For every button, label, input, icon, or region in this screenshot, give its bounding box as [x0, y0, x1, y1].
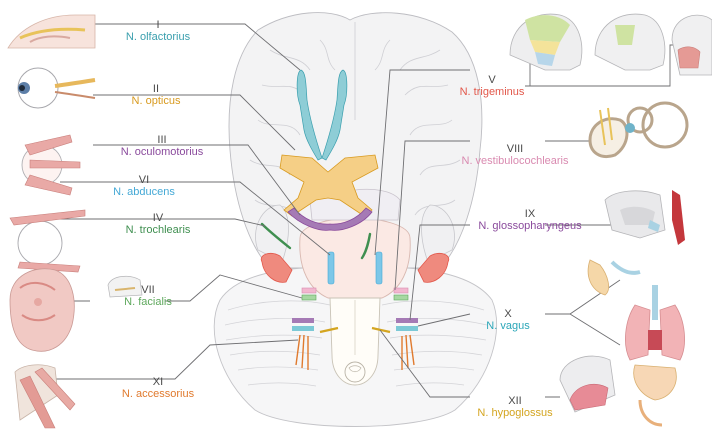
nose-section-icon [8, 15, 95, 48]
numeral: IX [478, 208, 581, 220]
inner-ear-icon [590, 103, 687, 157]
eyeball-icon [18, 68, 95, 108]
nerve-name: N. abducens [113, 186, 175, 198]
nerve-name: N. facialis [124, 296, 172, 308]
tongue-icon [560, 356, 615, 412]
label-opticus: II N. opticus [132, 83, 181, 107]
nerve-name: N. trochlearis [126, 224, 191, 236]
neck-muscles-icon [15, 365, 75, 428]
label-hypoglossus: XII N. hypoglossus [477, 395, 552, 419]
numeral: VIII [462, 143, 569, 155]
pharynx-icon [588, 190, 685, 295]
numeral: I [126, 19, 190, 31]
label-trigeminus: V N. trigeminus [460, 74, 525, 98]
numeral: III [121, 134, 204, 146]
numeral: VII [124, 284, 172, 296]
label-trochlearis: IV N. trochlearis [126, 212, 191, 236]
numeral: V [460, 74, 525, 86]
nerve-name: N. vagus [486, 320, 529, 332]
label-abducens: VI N. abducens [113, 174, 175, 198]
numeral: X [486, 308, 529, 320]
label-olfactorius: I N. olfactorius [126, 19, 190, 43]
label-accessorius: XI N. accessorius [122, 376, 194, 400]
numeral: IV [126, 212, 191, 224]
face-muscles-icon [10, 269, 142, 352]
nerve-name: N. accessorius [122, 388, 194, 400]
nerve-name: N. oculomotorius [121, 146, 204, 158]
head-dermatomes-icon [510, 14, 712, 75]
label-glossopharyngeus: IX N. glossopharyngeus [478, 208, 581, 232]
label-vagus: X N. vagus [486, 308, 529, 332]
nerve-name: N. hypoglossus [477, 407, 552, 419]
numeral: XI [122, 376, 194, 388]
label-facialis: VII N. facialis [124, 284, 172, 308]
nerve-name: N. trigeminus [460, 86, 525, 98]
numeral: VI [113, 174, 175, 186]
label-oculomotorius: III N. oculomotorius [121, 134, 204, 158]
nerve-name: N. opticus [132, 95, 181, 107]
numeral: II [132, 83, 181, 95]
thorax-organs-icon [625, 285, 684, 425]
numeral: XII [477, 395, 552, 407]
nerve-name: N. vestibulocochlearis [462, 155, 569, 167]
nerve-name: N. glossopharyngeus [478, 220, 581, 232]
nerve-name: N. olfactorius [126, 31, 190, 43]
label-vestibulocochlearis: VIII N. vestibulocochlearis [462, 143, 569, 167]
eye-muscles-icon [22, 135, 80, 195]
